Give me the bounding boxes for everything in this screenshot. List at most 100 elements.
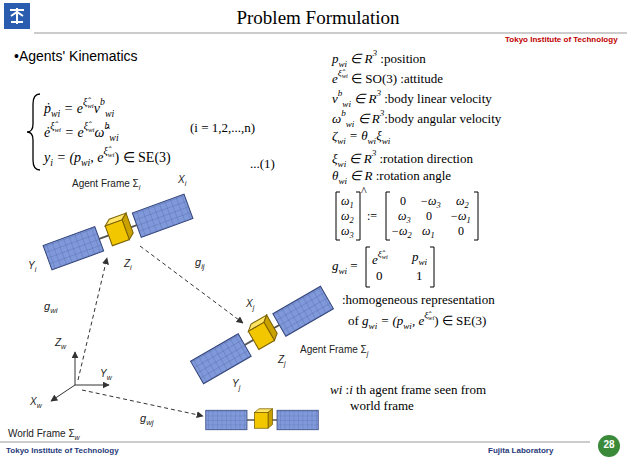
text-line: ṗwi = eξ̂wivbwi <box>44 96 114 119</box>
math-text: ξ̂ <box>104 145 108 156</box>
math-text: 0 <box>400 194 406 208</box>
math-text: ...(1) <box>250 156 275 171</box>
text-line: Xi <box>178 174 186 188</box>
text-line: Fujita Laboratory <box>488 446 553 456</box>
math-text: 0 <box>426 209 432 223</box>
text-line: •Agents' Kinematics <box>14 48 138 65</box>
math-text: i <box>50 157 53 168</box>
math-text: ξ̂ <box>378 249 382 259</box>
text-line: Yj <box>232 378 240 392</box>
math-text: −ω <box>450 209 467 223</box>
math-text: ξ̂ <box>84 120 88 131</box>
text-line: ...(1) <box>250 156 275 172</box>
math-text: i <box>130 264 132 271</box>
math-text: 1 <box>430 231 434 240</box>
math-text: Z <box>124 258 130 269</box>
math-text: ω <box>341 194 349 208</box>
math-text: ξ̂ <box>338 68 342 78</box>
slide-title: Problem Formulation <box>0 7 627 29</box>
math-text: j <box>367 350 369 357</box>
logo <box>4 3 30 29</box>
math-text: = (p <box>53 150 81 165</box>
math-text: e <box>332 71 338 86</box>
text-line: ^ <box>361 184 367 198</box>
text-line: ω3 <box>398 209 411 226</box>
math-text: wi <box>338 159 347 169</box>
text-line: Yi <box>28 260 36 274</box>
text-line: 0 <box>458 224 464 238</box>
math-text: (i = 1,2,...,n) <box>190 120 255 135</box>
math-text: ∈ R <box>346 151 371 166</box>
math-text: wi <box>382 136 391 146</box>
math-text: 1 <box>349 201 353 210</box>
math-text: wi <box>369 321 378 331</box>
math-text: wi <box>337 136 346 146</box>
math-text: j <box>284 360 286 367</box>
math-text: v <box>94 101 100 116</box>
text-line: −ω2 <box>391 224 412 241</box>
math-text: 3 <box>380 108 385 118</box>
math-text: 2 <box>349 216 353 225</box>
math-text: = (p <box>377 313 403 328</box>
math-text: wi <box>339 59 348 69</box>
math-text: :body angular velocity <box>384 111 501 126</box>
math-text: = e <box>61 125 84 140</box>
math-text: th agent frame seen from <box>353 382 486 397</box>
math-text: wi <box>105 108 114 119</box>
math-text: i <box>35 266 37 273</box>
text-line: Tokyo Institute of Technology <box>505 35 618 45</box>
math-text: wi <box>54 126 61 134</box>
math-text: 2 <box>408 231 412 240</box>
text-line: −ω1 <box>450 209 471 226</box>
math-text: ė <box>44 125 50 140</box>
text-line: ėξ̂wi = eξ̂wiω̂bwi <box>44 120 119 143</box>
math-text: Z <box>55 337 61 348</box>
math-text: ξ <box>332 151 338 166</box>
text-line: θwi ∈ R :rotation angle <box>332 168 451 187</box>
text-line: ω1 <box>422 224 435 241</box>
text-line: 0 <box>376 268 383 284</box>
text-line: World Frame Σw <box>8 428 80 442</box>
math-text: = e <box>60 101 83 116</box>
math-text: wj <box>146 418 153 427</box>
math-text: ω <box>341 224 349 238</box>
math-text: Tokyo Institute of Technology <box>6 446 119 455</box>
math-text: θ <box>332 168 338 183</box>
text-line: Zj <box>278 354 286 368</box>
math-text: wi <box>339 266 348 276</box>
text-line: ω2 <box>456 194 469 211</box>
text-line: ω2 <box>341 209 354 226</box>
math-text: b <box>104 120 109 131</box>
text-line: :homogeneous representation <box>342 292 495 308</box>
page-badge <box>598 435 620 457</box>
math-text: ω <box>422 224 430 238</box>
math-text: y <box>44 150 50 165</box>
math-text: Tokyo Institute of Technology <box>505 35 618 44</box>
math-text: 0 <box>458 224 464 238</box>
math-text: wi <box>51 108 60 119</box>
math-text: :position <box>377 51 426 66</box>
text-line: ξwi ∈ R3 :rotation direction <box>332 148 473 170</box>
text-line: ζwi = θwiξwi <box>332 128 390 147</box>
math-text: ξ̂ <box>83 96 87 107</box>
math-text: j <box>253 304 255 311</box>
text-line: −ω3 <box>420 194 441 211</box>
math-text: i <box>139 184 141 191</box>
math-text: ∈ R <box>347 51 372 66</box>
text-line: ω1 <box>341 194 354 211</box>
text-line: yi = (pwi, eξ̂wi) ∈ SE(3) <box>44 145 171 168</box>
math-text: X <box>246 298 253 309</box>
math-text: = θ <box>346 128 368 143</box>
math-text: ) ∈ SE(3) <box>114 150 170 165</box>
math-text: 0 <box>376 268 383 283</box>
math-text: :rotation angle <box>372 168 451 183</box>
math-text: wi <box>109 132 118 143</box>
math-text: ω̂ <box>95 125 105 140</box>
math-text: wi <box>368 136 377 146</box>
math-text: i <box>349 382 353 397</box>
math-text: wi <box>108 151 115 159</box>
text-line: Yw <box>100 368 112 382</box>
text-line: Zw <box>55 337 66 351</box>
math-text: : <box>342 382 349 397</box>
